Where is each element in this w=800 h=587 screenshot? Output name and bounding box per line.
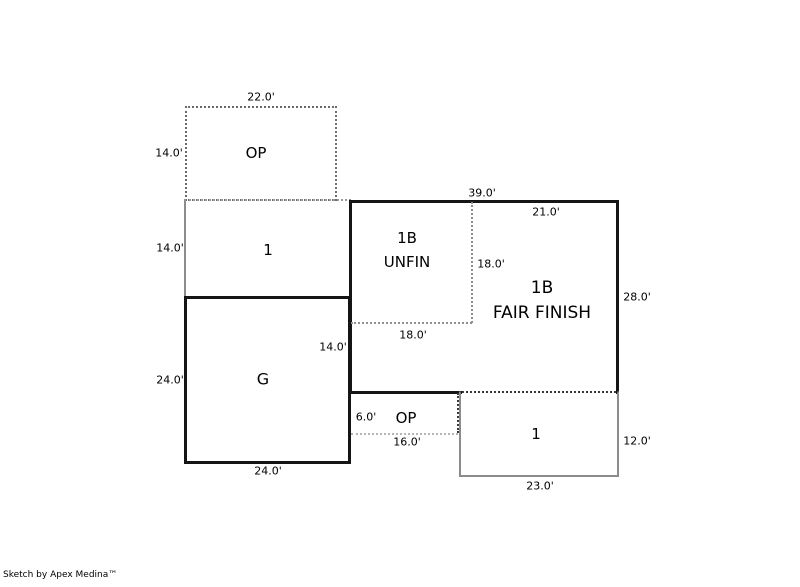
- label-fair-finish-line1: 1B: [530, 278, 554, 298]
- dim-one-lower-height: 12.0': [623, 434, 651, 448]
- dim-op-lower-width: 16.0': [393, 435, 421, 449]
- dim-one-upper-height: 14.0': [156, 241, 184, 255]
- dim-garage-height-left: 24.0': [156, 373, 184, 387]
- label-unfin: 1B UNFIN: [384, 226, 430, 274]
- label-op-upper: OP: [245, 144, 267, 162]
- op-lower-divider-vertical: [457, 393, 459, 433]
- sketch-credit: Sketch by Apex Medina™: [3, 570, 118, 580]
- label-one-lower: 1: [531, 425, 541, 443]
- dim-op-upper-width: 22.0': [247, 90, 275, 104]
- dim-unfin-height: 18.0': [477, 257, 505, 271]
- dim-one-lower-width: 23.0': [526, 479, 554, 493]
- op-lower-divider-horizontal: [351, 433, 458, 435]
- unfin-divider-horizontal: [351, 322, 472, 324]
- unfin-divider-vertical: [471, 202, 473, 323]
- region-fair-finish-outline: [349, 200, 619, 394]
- dim-unfin-width-top: 39.0': [468, 186, 496, 200]
- label-op-lower: OP: [395, 409, 417, 427]
- label-unfin-line1: 1B: [397, 229, 417, 247]
- dim-garage-height-right: 14.0': [319, 340, 347, 354]
- dim-fair-finish-height: 28.0': [623, 290, 651, 304]
- label-one-upper: 1: [263, 241, 273, 259]
- dim-op-upper-height: 14.0': [155, 146, 183, 160]
- label-fair-finish-line2: FAIR FINISH: [492, 303, 592, 323]
- dim-fair-finish-width-top: 21.0': [532, 205, 560, 219]
- label-garage: G: [256, 369, 270, 389]
- region-one-lower-outline: [459, 391, 619, 477]
- dim-unfin-width-bottom: 18.0': [399, 328, 427, 342]
- dim-op-lower-height: 6.0': [355, 410, 377, 424]
- fair-finish-bottom-edge: [349, 391, 462, 394]
- label-unfin-line2: UNFIN: [383, 253, 431, 271]
- label-fair-finish: 1B FAIR FINISH: [493, 276, 591, 326]
- dim-garage-width: 24.0': [254, 464, 282, 478]
